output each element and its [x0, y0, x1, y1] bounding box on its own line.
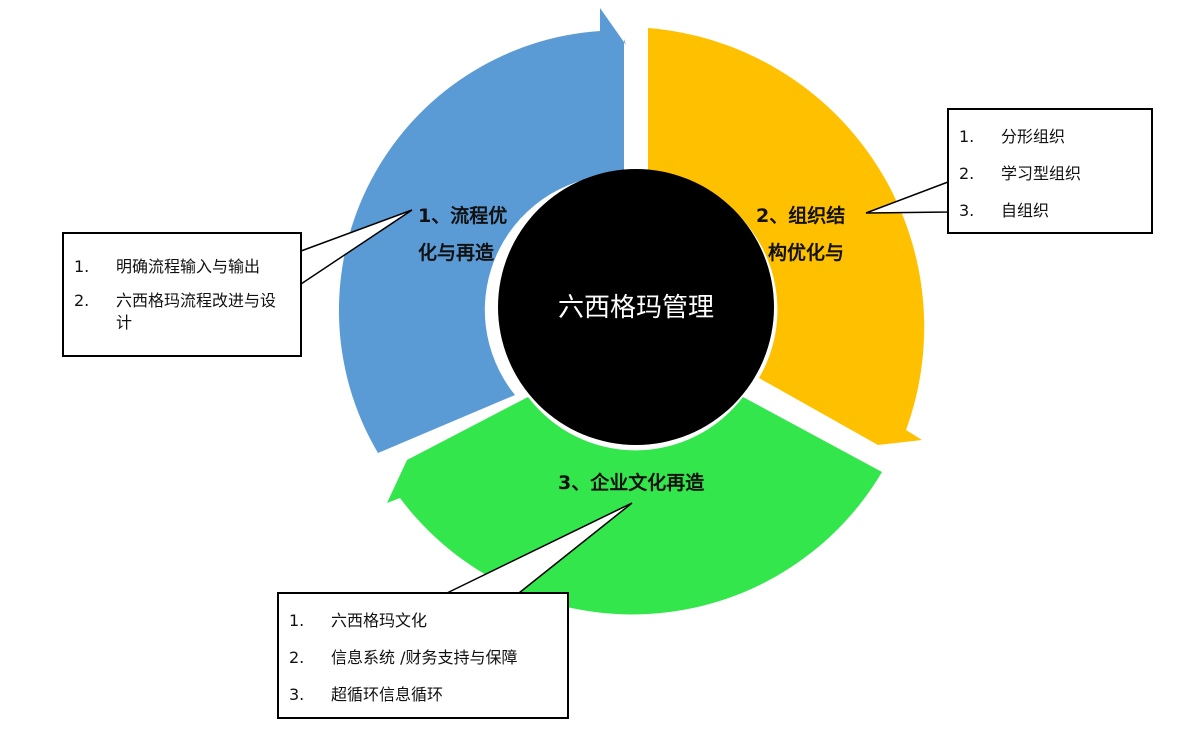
item-text: 六西格玛文化	[331, 611, 428, 630]
item-text: 明确流程输入与输出	[116, 257, 261, 276]
item-text: 超循环信息循环	[331, 685, 444, 704]
item-number: 1.	[959, 127, 975, 146]
item-number: 1.	[74, 257, 90, 276]
callout-item: 3. 自组织	[959, 200, 1141, 237]
segment-2-label-line-2: 构优化与	[768, 241, 844, 264]
callout-item: 3. 超循环信息循环	[289, 684, 557, 721]
segment-1-label-line-1: 1、流程优	[418, 204, 507, 227]
item-number: 2.	[959, 164, 975, 183]
callout-item: 1. 六西格玛文化	[289, 610, 557, 647]
center-circle	[498, 169, 774, 445]
segment-1-label-line-2: 化与再造	[418, 241, 495, 264]
item-text: 自组织	[1001, 201, 1050, 220]
item-text: 六西格玛流程改进与设计	[116, 291, 277, 332]
item-number: 3.	[959, 201, 975, 220]
callout-organization-optimization: 1. 分形组织 2. 学习型组织 3. 自组织	[947, 108, 1153, 234]
item-number: 2.	[289, 648, 305, 667]
segment-3-arrow	[387, 397, 882, 615]
segment-2-label-line-1: 2、组织结	[756, 204, 845, 227]
segment-2-arrow	[648, 28, 925, 445]
segment-3-label: 3、企业文化再造	[558, 471, 705, 494]
callout-item: 2. 信息系统 /财务支持与保障	[289, 647, 557, 684]
callout-item: 2. 六西格玛流程改进与设计	[74, 290, 290, 334]
item-text: 分形组织	[1001, 127, 1066, 146]
center-label: 六西格玛管理	[558, 293, 714, 323]
item-text: 信息系统 /财务支持与保障	[331, 648, 518, 667]
item-number: 1.	[289, 611, 305, 630]
callout-culture-reengineering: 1. 六西格玛文化 2. 信息系统 /财务支持与保障 3. 超循环信息循环	[277, 592, 569, 719]
callout-item: 1. 明确流程输入与输出	[74, 256, 290, 278]
segment-1-arrow	[338, 8, 626, 453]
item-text: 学习型组织	[1001, 164, 1082, 183]
item-number: 2.	[74, 291, 90, 310]
callout-process-optimization: 1. 明确流程输入与输出 2. 六西格玛流程改进与设计	[62, 232, 302, 357]
callout-item: 2. 学习型组织	[959, 163, 1141, 200]
item-number: 3.	[289, 685, 305, 704]
callout-item: 1. 分形组织	[959, 126, 1141, 163]
